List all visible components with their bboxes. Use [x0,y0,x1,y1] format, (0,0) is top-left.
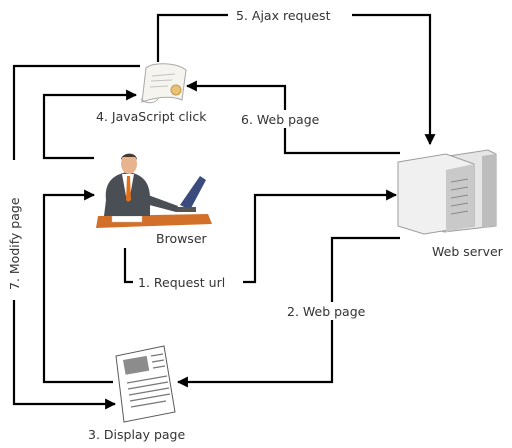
javascript-click-arrow [42,89,138,160]
document-page-icon [115,345,176,423]
web-server-label: Web server [432,244,504,259]
browser-label: Browser [156,231,208,246]
request-url-label: 1. Request url [138,275,225,290]
web-page-label-2: 2. Web page [287,304,366,319]
ajax-request-label: 5. Ajax request [236,8,331,23]
display-page-label: 3. Display page [88,427,185,442]
modify-page-label: 7. Modify page [7,197,22,290]
web-page-label-6: 6. Web page [241,112,320,127]
scroll-certificate-icon [140,63,187,104]
businessman-at-computer-icon [96,153,212,228]
request-url-arrow [123,189,398,284]
display-page-arrow [42,189,113,384]
server-towers-icon [397,149,497,235]
javascript-click-label: 4. JavaScript click [96,109,207,124]
